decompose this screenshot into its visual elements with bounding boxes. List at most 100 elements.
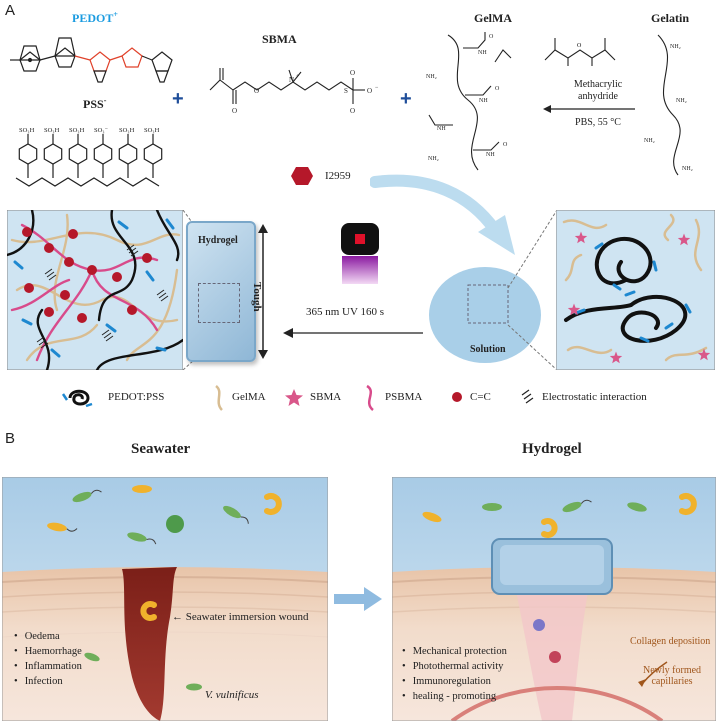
right-title: Hydrogel bbox=[522, 441, 582, 457]
plus-sign-2: + bbox=[400, 88, 412, 110]
svg-text:O: O bbox=[577, 43, 582, 49]
legend-psbma-icon bbox=[366, 384, 374, 411]
hydrogel-slab bbox=[186, 221, 256, 362]
gelma-structure: NH₂ NH NH NH NH NH₂ O O O bbox=[426, 32, 512, 171]
collagen-label: Collagen deposition bbox=[630, 636, 711, 647]
wound-label: ← Seawater immersion wound bbox=[172, 612, 309, 623]
svg-text:N: N bbox=[289, 76, 294, 84]
pss-sulfonate-label: SO₃H bbox=[69, 127, 85, 134]
legend-cc-dot-icon bbox=[452, 392, 462, 402]
sbma-star-icon bbox=[677, 233, 691, 246]
gelatin-nh2-4: NH₂ bbox=[682, 166, 693, 172]
legend-pedotpss-icon bbox=[61, 389, 93, 408]
reagent-line-2: anhydride bbox=[578, 91, 618, 102]
svg-text:O: O bbox=[232, 107, 237, 115]
tough-arrow bbox=[258, 224, 268, 359]
pedot-label-text: PEDOT bbox=[72, 11, 114, 25]
svg-text:−: − bbox=[375, 85, 379, 91]
gelatin-nh2-2: NH₂ bbox=[676, 98, 687, 104]
pss-ring bbox=[143, 143, 163, 165]
legend-gelma-icon bbox=[215, 385, 223, 411]
pss-structure: SO₃H SO₃H SO₃H SO₃⁻ SO₃H SO₃H bbox=[15, 127, 163, 187]
pss-sulfonate-label: SO₃⁻ bbox=[94, 127, 108, 134]
gelatin-nh2-3: NH₂ bbox=[644, 138, 655, 144]
svg-text:O: O bbox=[254, 87, 259, 95]
pss-charge: - bbox=[103, 96, 107, 105]
uv-lamp-light bbox=[355, 234, 365, 244]
left-bullet: Haemorrhage bbox=[14, 644, 82, 659]
hydrogel-network-box bbox=[7, 210, 183, 370]
pss-ring bbox=[118, 143, 138, 165]
gelma-nh-1: NH bbox=[478, 50, 487, 56]
plus-sign-1: + bbox=[172, 88, 184, 110]
i2959-hexagon-icon bbox=[291, 167, 313, 185]
pss-backbone bbox=[15, 177, 160, 187]
legend-sbma-star-icon bbox=[285, 389, 303, 406]
reaction-arrow bbox=[543, 105, 635, 113]
reagent-line-1: Methacrylic bbox=[573, 79, 623, 90]
gelatin-structure: NH₂ NH₂ NH₂ NH₂ bbox=[644, 34, 693, 176]
legend-label-psbma: PSBMA bbox=[385, 391, 423, 403]
methacrylic-anhydride-structure: O bbox=[544, 38, 616, 66]
svg-text:S: S bbox=[344, 87, 348, 95]
pss-ring bbox=[43, 143, 63, 165]
left-bullet-list: Oedema Haemorrhage Inflammation Infectio… bbox=[14, 629, 82, 689]
hydrogel-zoom-square bbox=[198, 283, 240, 323]
pss-ring bbox=[18, 143, 38, 165]
svg-text:+: + bbox=[296, 74, 300, 80]
seawater-skin-panel bbox=[2, 477, 328, 721]
bacteria-label: V. vulnificus bbox=[205, 689, 259, 701]
left-bacteria-layer bbox=[47, 485, 282, 691]
legend-label-pedotpss: PEDOT:PSS bbox=[108, 391, 165, 403]
reaction-condition: PBS, 55 °C bbox=[575, 117, 621, 128]
svg-text:O: O bbox=[367, 87, 372, 95]
sbma-label: SBMA bbox=[262, 32, 297, 46]
capillaries-line-2: capillaries bbox=[651, 676, 693, 687]
right-bullet: Photothermal activity bbox=[402, 659, 507, 674]
left-bullet: Oedema bbox=[14, 629, 82, 644]
uv-beam bbox=[342, 256, 378, 284]
pedot-charge: + bbox=[113, 10, 118, 19]
svg-text:O: O bbox=[495, 86, 500, 92]
gelma-nh-4: NH bbox=[486, 152, 495, 158]
svg-text:O: O bbox=[350, 107, 355, 115]
pedot-label: PEDOT+ bbox=[72, 10, 118, 25]
pss-label: PSS- bbox=[83, 96, 107, 111]
gelma-label: GelMA bbox=[474, 11, 512, 25]
wound-label-text: Seawater immersion wound bbox=[185, 611, 309, 623]
gelatin-nh2-1: NH₂ bbox=[670, 44, 681, 50]
sbma-star-icon bbox=[574, 231, 588, 244]
solution-label: Solution bbox=[470, 344, 506, 355]
pss-label-text: PSS bbox=[83, 97, 104, 111]
capillaries-line-1: Newly formed bbox=[643, 665, 702, 676]
tough-label: Tough bbox=[251, 282, 263, 312]
zoom-lines-right bbox=[507, 210, 558, 370]
left-bullet: Infection bbox=[14, 674, 82, 689]
uv-arrow bbox=[283, 328, 423, 338]
svg-text:O: O bbox=[350, 69, 355, 77]
hydrogel-box-label: Hydrogel bbox=[198, 235, 238, 246]
pedot-ring-5 bbox=[151, 51, 173, 83]
legend-label-sbma: SBMA bbox=[310, 391, 342, 403]
pedot-structure bbox=[10, 37, 173, 83]
sbma-star-icon bbox=[567, 303, 581, 316]
panel-a-letter: A bbox=[5, 2, 16, 19]
solution-detail-box bbox=[556, 210, 715, 370]
left-bullet: Inflammation bbox=[14, 659, 82, 674]
panel-b-letter: B bbox=[5, 430, 16, 447]
sbma-star-icon bbox=[697, 348, 711, 361]
gelma-nh-2: NH bbox=[479, 98, 488, 104]
pss-sulfonate-label: SO₃H bbox=[144, 127, 160, 134]
legend-electrostatic-icon bbox=[521, 389, 534, 404]
right-bullet: Immunoregulation bbox=[402, 674, 507, 689]
solution-blob bbox=[429, 267, 541, 363]
pedot-ring-2 bbox=[54, 37, 76, 68]
pss-sulfonate-label: SO₃H bbox=[19, 127, 35, 134]
svg-text:O: O bbox=[503, 142, 508, 148]
pedot-ring-4 bbox=[121, 47, 143, 68]
right-bullet: Mechanical protection bbox=[402, 644, 507, 659]
pss-sulfonate-label: SO₃H bbox=[119, 127, 135, 134]
pss-sulfonate-label: SO₃H bbox=[44, 127, 60, 134]
sbma-structure: O O N + O O O S − bbox=[209, 68, 379, 115]
uv-lamp-icon bbox=[341, 223, 379, 255]
